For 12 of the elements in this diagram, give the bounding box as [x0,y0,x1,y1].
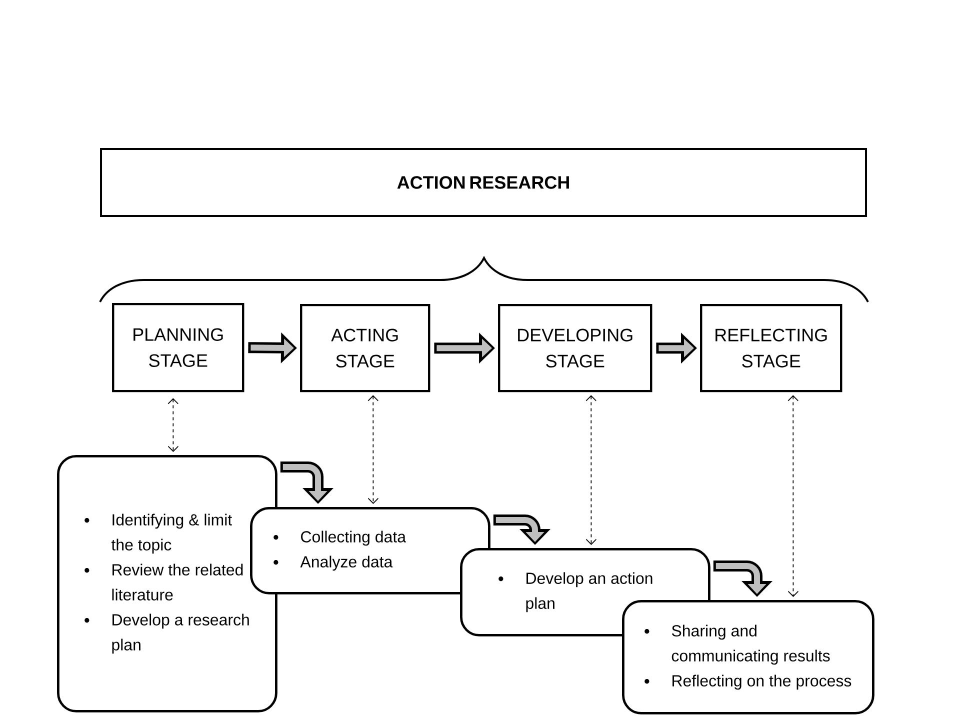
bullet-list-box: Sharing and communicating results Reflecting on the process [622,600,874,714]
stage-box: PLANNING STAGE [112,302,244,392]
dashed-arrow [368,395,379,504]
stage-box: REFLECTING STAGE [700,304,842,392]
title-box: ACTION RESEARCH [100,148,867,217]
dashed-arrow [168,398,179,452]
bullet-list-box: Identifying & limit the topic Review the related literature Develop a research plan [57,454,278,712]
stage-box: DEVELOPING STAGE [498,304,652,392]
dashed-arrow [788,395,799,597]
bullet-list-box: Collecting data Analyze data [250,506,490,594]
stage-box: ACTING STAGE [300,304,430,392]
dashed-arrow [586,395,597,545]
